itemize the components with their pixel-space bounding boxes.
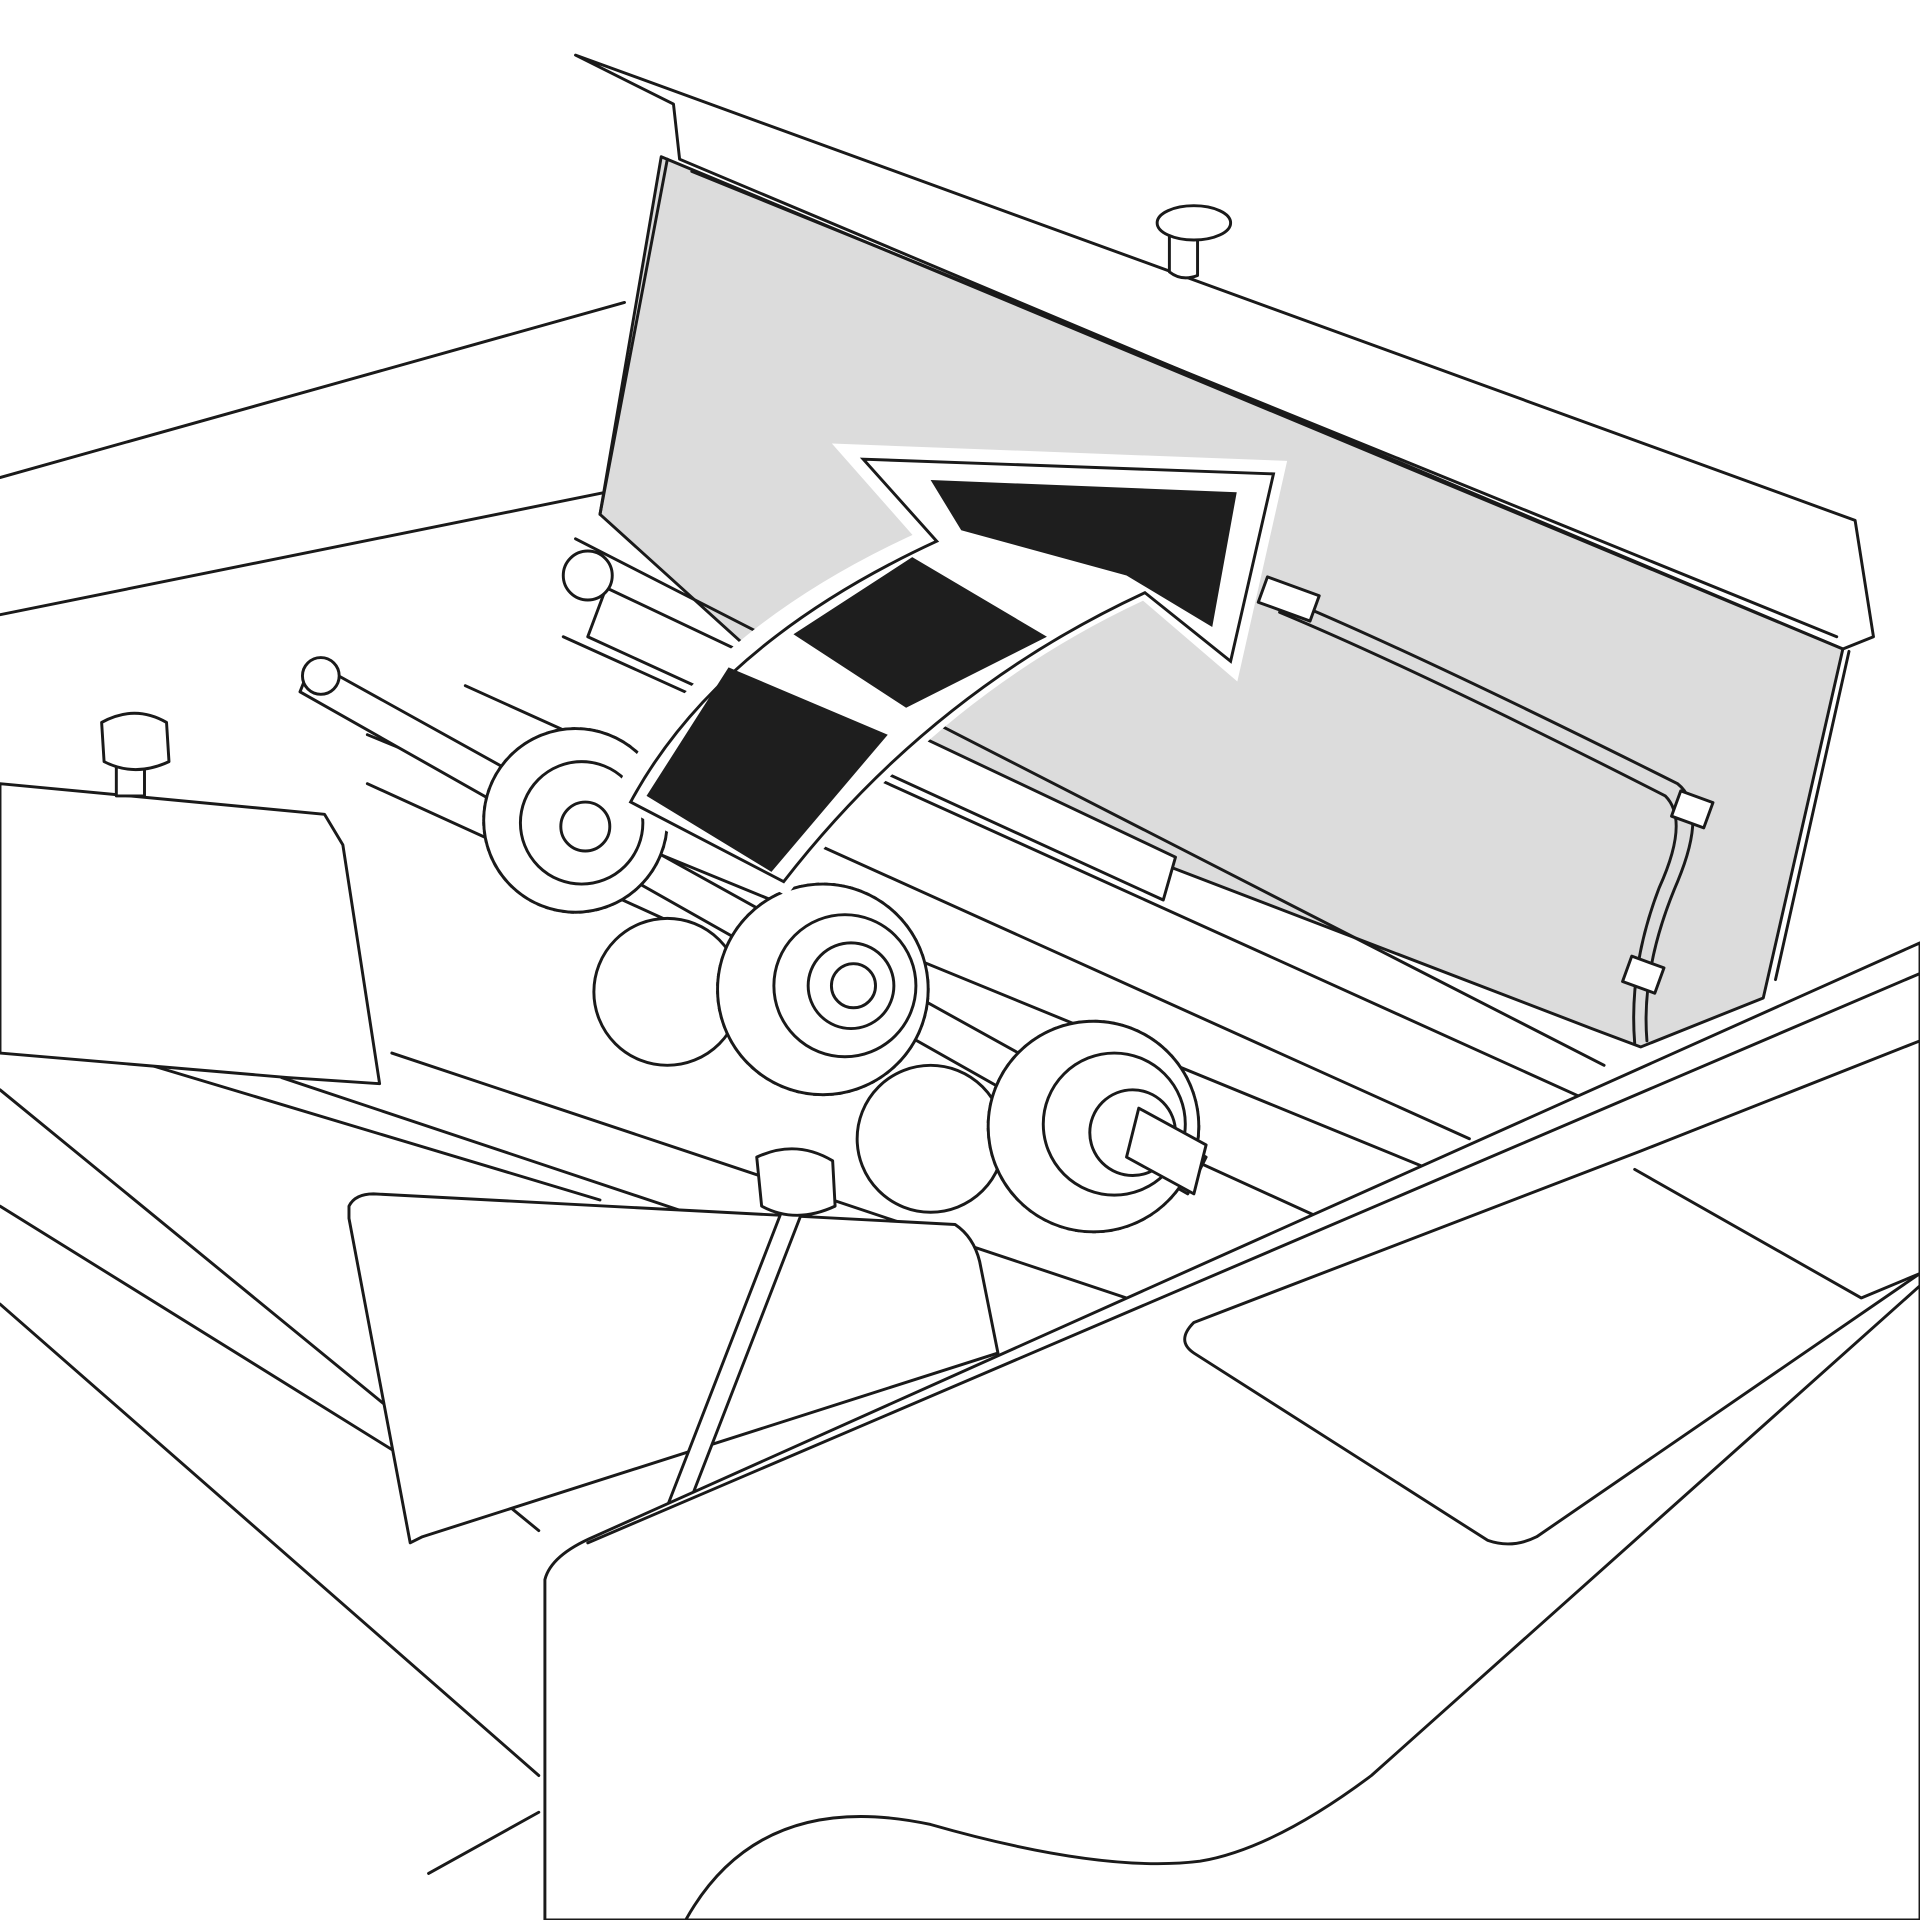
curved-arrow-icon bbox=[609, 443, 1288, 896]
roller[interactable] bbox=[986, 1019, 1208, 1234]
roller[interactable] bbox=[716, 882, 1006, 1214]
cable bbox=[1256, 575, 1715, 1045]
bottom-tray-guide[interactable] bbox=[347, 1192, 1000, 1545]
lever[interactable] bbox=[665, 1147, 837, 1514]
lid-knob[interactable] bbox=[1155, 204, 1233, 280]
left-tray-guide[interactable] bbox=[0, 711, 382, 1086]
front-casing bbox=[543, 941, 1920, 1920]
feed-rollers[interactable] bbox=[482, 727, 1208, 1234]
roller[interactable] bbox=[482, 727, 743, 1067]
